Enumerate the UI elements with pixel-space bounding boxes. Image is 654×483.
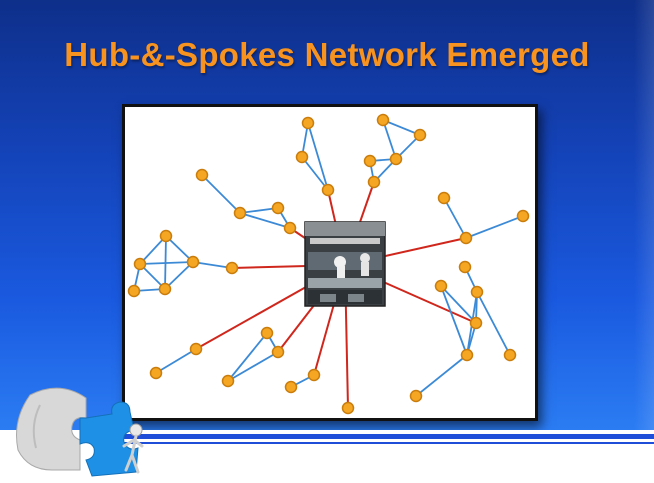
network-node xyxy=(437,191,451,205)
network-node xyxy=(225,261,239,275)
network-node xyxy=(367,175,381,189)
network-node xyxy=(307,368,321,382)
network-node xyxy=(133,257,147,271)
slide-title: Hub-&-Spokes Network Emerged xyxy=(64,36,590,73)
network-node xyxy=(413,128,427,142)
network-node xyxy=(260,326,274,340)
network-node xyxy=(409,389,423,403)
network-node xyxy=(460,348,474,362)
network-node xyxy=(389,152,403,166)
network-node xyxy=(470,285,484,299)
network-node xyxy=(159,229,173,243)
network-node xyxy=(503,348,517,362)
network-node xyxy=(458,260,472,274)
network-node xyxy=(341,401,355,415)
network-node xyxy=(363,154,377,168)
network-node xyxy=(195,168,209,182)
network-node xyxy=(301,116,315,130)
network-node xyxy=(376,113,390,127)
network-node xyxy=(127,284,141,298)
network-node xyxy=(158,282,172,296)
network-node xyxy=(149,366,163,380)
puzzle-figure-icon xyxy=(16,387,144,477)
network-node xyxy=(221,374,235,388)
network-node xyxy=(271,345,285,359)
network-node xyxy=(271,201,285,215)
network-node xyxy=(186,255,200,269)
network-node xyxy=(516,209,530,223)
network-node xyxy=(295,150,309,164)
network-node xyxy=(284,380,298,394)
network-node xyxy=(434,279,448,293)
network-node xyxy=(459,231,473,245)
network-node xyxy=(283,221,297,235)
network-nodes xyxy=(127,113,530,415)
network-node xyxy=(469,316,483,330)
network-node xyxy=(189,342,203,356)
footer-rule-thin xyxy=(100,442,654,444)
side-decoration xyxy=(634,0,654,483)
network-node xyxy=(233,206,247,220)
network-node xyxy=(321,183,335,197)
hub-node xyxy=(304,221,386,307)
footer-rule-thick xyxy=(100,434,654,439)
